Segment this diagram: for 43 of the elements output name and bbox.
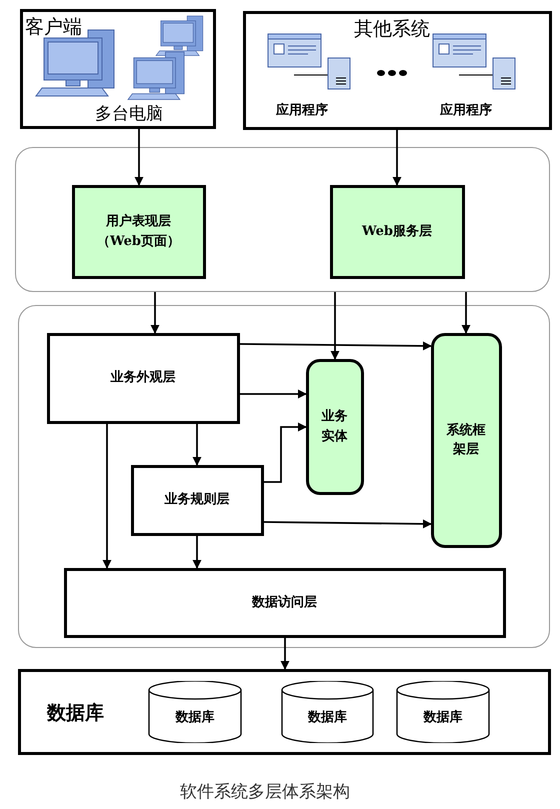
arrow bbox=[240, 341, 432, 350]
heading: 数据库 bbox=[47, 701, 104, 726]
application-label: 应用程序 bbox=[440, 102, 492, 119]
layer-label: 业务外观层 bbox=[110, 369, 176, 388]
layer-label: 用户表现层（Web页面） bbox=[96, 212, 181, 250]
arrow bbox=[134, 129, 144, 186]
rounded-layer-box bbox=[306, 358, 364, 494]
layer-band bbox=[15, 147, 550, 292]
layer-label: 系统框架层 bbox=[446, 422, 486, 459]
subheading: 多台电脑 bbox=[95, 103, 163, 125]
caption: 软件系统多层体系架构 bbox=[180, 781, 350, 803]
arrow bbox=[462, 292, 470, 334]
arrow bbox=[192, 536, 202, 569]
arrow bbox=[264, 422, 307, 483]
application-label: 应用程序 bbox=[276, 102, 328, 119]
database-label: 数据库 bbox=[176, 708, 214, 728]
layer-box bbox=[46, 332, 240, 424]
arrow bbox=[264, 519, 432, 528]
database-label: 数据库 bbox=[424, 708, 462, 728]
layer-label: 数据访问层 bbox=[252, 594, 317, 612]
system-box bbox=[18, 669, 551, 755]
database-cylinder bbox=[396, 681, 490, 743]
layer-label: 业务实体 bbox=[320, 408, 348, 446]
heading: 其他系统 bbox=[354, 17, 430, 42]
arrow bbox=[192, 424, 202, 466]
arrow bbox=[392, 130, 402, 186]
layer-label: Web服务层 bbox=[362, 222, 432, 241]
arrow bbox=[150, 292, 160, 334]
arrow bbox=[330, 292, 340, 360]
rounded-layer-box bbox=[430, 332, 502, 548]
layer-label: 业务规则层 bbox=[164, 491, 230, 510]
layer-box bbox=[64, 568, 506, 638]
database-cylinder bbox=[148, 681, 242, 743]
heading: 客户端 bbox=[25, 15, 82, 40]
layer-box bbox=[330, 184, 464, 278]
layer-box bbox=[130, 464, 264, 536]
arrow bbox=[280, 638, 290, 670]
layer-box bbox=[72, 184, 206, 278]
arrow bbox=[240, 390, 307, 398]
arrow bbox=[102, 424, 112, 569]
database-label: 数据库 bbox=[308, 708, 347, 728]
database-cylinder bbox=[281, 681, 374, 743]
layer-band bbox=[18, 305, 550, 648]
